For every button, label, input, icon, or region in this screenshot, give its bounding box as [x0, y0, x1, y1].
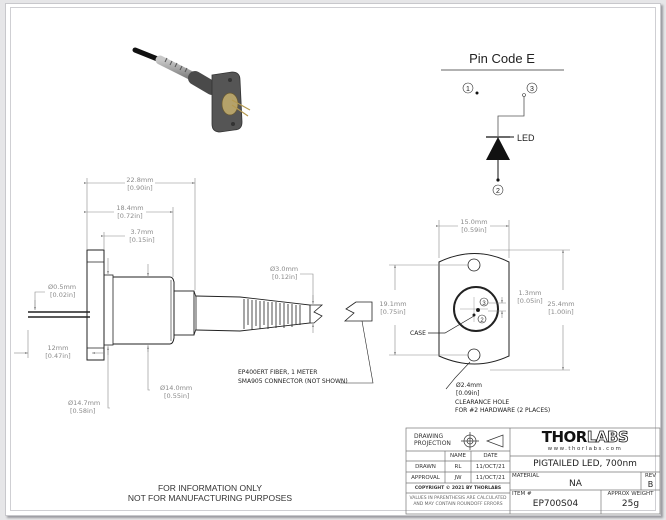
product-render [132, 47, 251, 133]
svg-text:CLEARANCE HOLE: CLEARANCE HOLE [455, 399, 509, 406]
drawing-frame [10, 7, 656, 511]
svg-text:[0.09in]: [0.09in] [456, 390, 480, 397]
svg-text:3.7mm: 3.7mm [130, 228, 153, 236]
svg-text:1: 1 [466, 86, 470, 93]
svg-text:[0.05in]: [0.05in] [517, 297, 542, 305]
svg-text:[1.00in]: [1.00in] [548, 308, 573, 316]
svg-text:3: 3 [482, 301, 486, 307]
pin-1-marker [462, 82, 474, 94]
svg-text:2: 2 [496, 188, 500, 195]
material-label: MATERIAL [512, 473, 540, 479]
svg-text:CASE: CASE [410, 330, 426, 337]
front-view-dimensions [389, 220, 570, 390]
front-view-pin-labels: 3 2 [480, 301, 486, 324]
front-view [428, 253, 510, 365]
pin-3-marker [526, 82, 538, 94]
approval-name: JW [454, 475, 462, 481]
led-diode-icon [486, 137, 510, 160]
col-date-header: DATE [483, 453, 498, 459]
svg-text:SMA905 CONNECTOR (NOT SHOWN): SMA905 CONNECTOR (NOT SHOWN) [238, 378, 348, 385]
material-value: NA [569, 479, 582, 489]
drawn-role: DRAWN [415, 464, 436, 470]
svg-text:1.3mm: 1.3mm [518, 289, 541, 297]
disclaimer: VALUES IN PARENTHESIS ARE CALCULATED AND… [409, 496, 507, 507]
svg-text:Ø14.0mm: Ø14.0mm [160, 384, 192, 392]
svg-text:[0.90in]: [0.90in] [127, 184, 152, 192]
rev-label: REV [644, 473, 657, 479]
side-view-dimensions [14, 178, 374, 409]
svg-text:[0.55in]: [0.55in] [164, 392, 189, 400]
svg-text:18.4mm: 18.4mm [116, 204, 143, 212]
svg-text:FOR #2 HARDWARE (2 PLACES): FOR #2 HARDWARE (2 PLACES) [455, 407, 550, 414]
approval-role: APPROVAL [411, 475, 440, 481]
svg-text:2: 2 [480, 318, 484, 324]
svg-text:Ø3.0mm: Ø3.0mm [270, 265, 298, 273]
copyright: COPYRIGHT © 2021 BY THORLABS [414, 486, 502, 491]
drawn-date: 11/OCT/21 [475, 464, 506, 470]
svg-text:[0.15in]: [0.15in] [129, 236, 154, 244]
drawn-name: RL [454, 464, 462, 470]
svg-text:25.4mm: 25.4mm [547, 300, 574, 308]
side-view [28, 249, 373, 361]
svg-text:Ø2.4mm: Ø2.4mm [456, 382, 482, 389]
weight-label: APPROX WEIGHT [607, 491, 654, 497]
pin-2-marker [492, 184, 504, 196]
title-block [405, 427, 661, 515]
item-number: EP700S04 [532, 499, 579, 509]
col-name-header: NAME [449, 453, 467, 459]
svg-text:19.1mm: 19.1mm [379, 300, 406, 308]
svg-text:[0.58in]: [0.58in] [70, 407, 95, 415]
svg-text:3: 3 [530, 86, 534, 93]
svg-text:[0.72in]: [0.72in] [117, 212, 142, 220]
rev-value: B [647, 480, 654, 489]
svg-text:[0.75in]: [0.75in] [380, 308, 405, 316]
approval-date: 11/OCT/21 [475, 475, 506, 481]
information-notice: FOR INFORMATION ONLY NOT FOR MANUFACTURI… [127, 483, 293, 503]
pin-code-labels: Pin Code E 1 3 2 LED [466, 51, 535, 195]
svg-text:12mm: 12mm [48, 344, 69, 352]
pin-code-title: Pin Code E [469, 51, 535, 66]
side-view-dim-labels: 22.8mm [0.90in] 18.4mm [0.72in] 3.7mm [0… [45, 176, 347, 415]
svg-text:[0.47in]: [0.47in] [45, 352, 70, 360]
svg-text:Ø14.7mm: Ø14.7mm [68, 399, 100, 407]
drawing-sheet [5, 3, 661, 516]
front-view-dim-labels: 15.0mm [0.59in] 19.1mm [0.75in] 25.4mm [… [379, 218, 574, 414]
svg-text:Ø0.5mm: Ø0.5mm [48, 283, 76, 291]
led-label: LED [517, 133, 535, 143]
item-label: ITEM # [512, 491, 532, 497]
svg-text:[0.59in]: [0.59in] [461, 226, 486, 234]
website: www.thorlabs.com [547, 446, 623, 452]
svg-text:22.8mm: 22.8mm [126, 176, 153, 184]
thorlabs-logo: THORLABS [541, 428, 629, 446]
svg-text:EP400ERT FIBER, 1 METER: EP400ERT FIBER, 1 METER [238, 369, 317, 376]
svg-text:15.0mm: 15.0mm [460, 218, 487, 226]
svg-text:[0.02in]: [0.02in] [50, 291, 75, 299]
pin-code-schematic [441, 69, 564, 196]
projection-label: DRAWING PROJECTION [414, 433, 451, 447]
part-description: PIGTAILED LED, 700nm [533, 459, 637, 469]
svg-text:[0.12in]: [0.12in] [272, 273, 297, 281]
weight-value: 25g [621, 499, 640, 509]
